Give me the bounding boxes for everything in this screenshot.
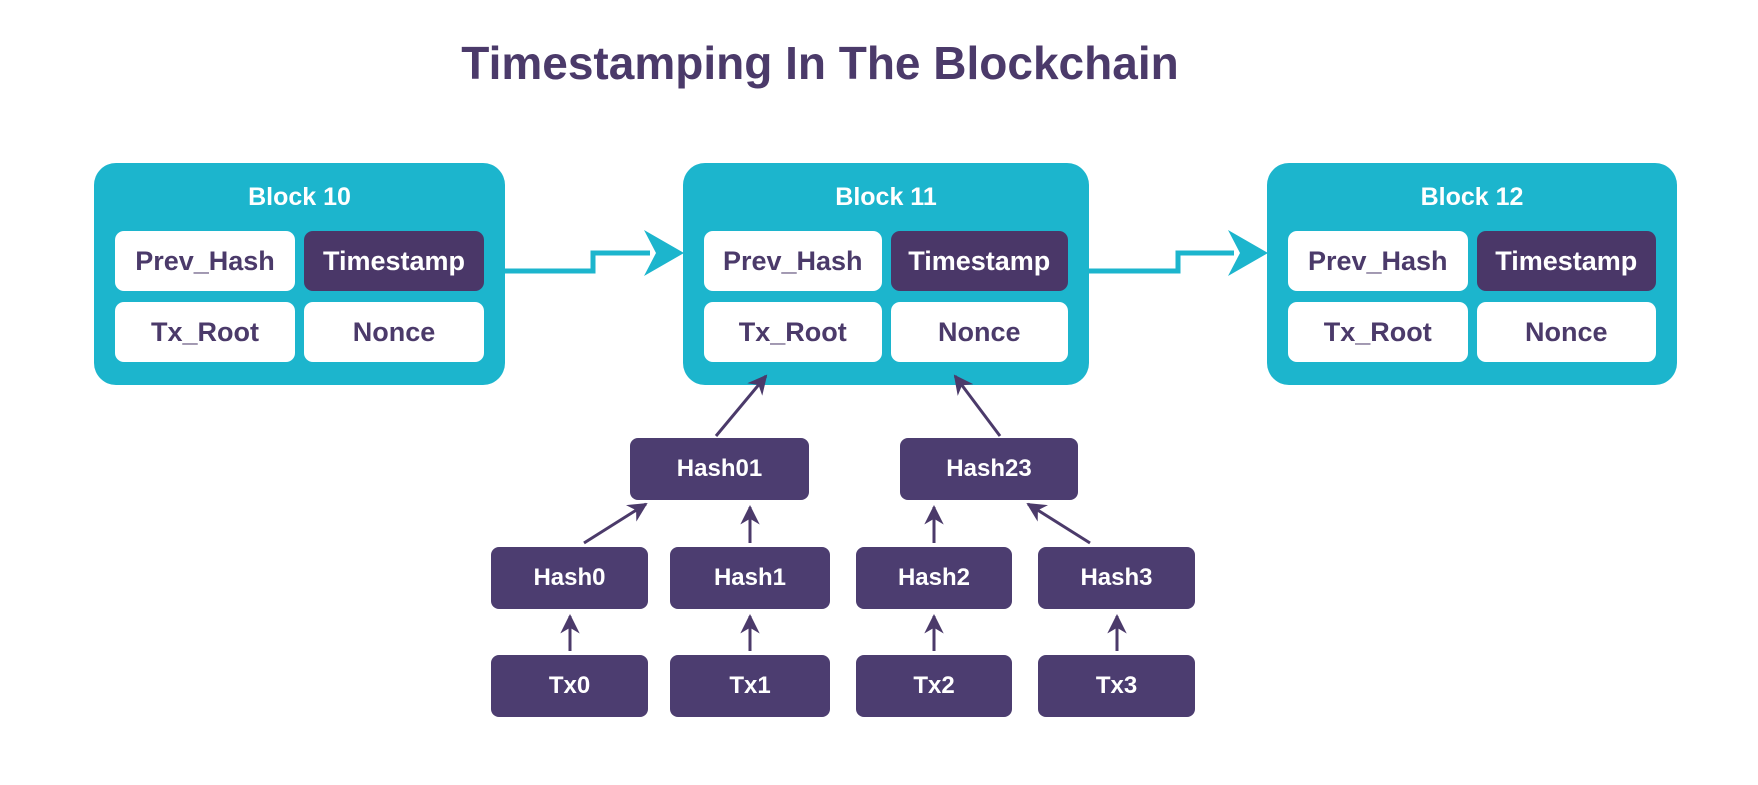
arrow-hash3-to-hash23 xyxy=(1026,502,1091,545)
block-11-tx-root-cell: Tx_Root xyxy=(704,302,882,362)
block-12-title: Block 12 xyxy=(1420,182,1524,211)
arrow-block11-to-block12 xyxy=(1089,230,1268,276)
block-11-cells: Prev_Hash Timestamp Tx_Root Nonce xyxy=(683,231,1089,362)
block-10-title: Block 10 xyxy=(248,182,351,211)
merkle-node-hash0: Hash0 xyxy=(491,547,648,609)
block-12-card: Block 12 Prev_Hash Timestamp Tx_Root Non… xyxy=(1267,163,1677,385)
merkle-node-hash1: Hash1 xyxy=(670,547,830,609)
merkle-node-hash23: Hash23 xyxy=(900,438,1078,500)
block-10-prev-hash-cell: Prev_Hash xyxy=(115,231,295,291)
block-10-cells: Prev_Hash Timestamp Tx_Root Nonce xyxy=(94,231,505,362)
block-12-prev-hash-cell: Prev_Hash xyxy=(1288,231,1468,291)
block-11-prev-hash-cell: Prev_Hash xyxy=(704,231,882,291)
arrow-hash23-to-nonce xyxy=(953,374,1002,437)
block-10-card: Block 10 Prev_Hash Timestamp Tx_Root Non… xyxy=(94,163,505,385)
arrow-hash01-to-tx-root xyxy=(714,374,768,437)
merkle-node-hash3: Hash3 xyxy=(1038,547,1195,609)
block-10-tx-root-cell: Tx_Root xyxy=(115,302,295,362)
block-12-tx-root-cell: Tx_Root xyxy=(1288,302,1468,362)
block-12-nonce-cell: Nonce xyxy=(1476,302,1656,362)
block-11-timestamp-cell: Timestamp xyxy=(890,231,1068,291)
arrow-hash0-to-hash01 xyxy=(583,502,648,545)
merkle-node-tx1: Tx1 xyxy=(670,655,830,717)
block-11-nonce-cell: Nonce xyxy=(890,302,1068,362)
block-12-cells: Prev_Hash Timestamp Tx_Root Nonce xyxy=(1267,231,1677,362)
merkle-node-tx3: Tx3 xyxy=(1038,655,1195,717)
merkle-node-tx0: Tx0 xyxy=(491,655,648,717)
block-12-timestamp-cell: Timestamp xyxy=(1476,231,1656,291)
merkle-node-hash2: Hash2 xyxy=(856,547,1012,609)
arrow-block10-to-block11 xyxy=(505,230,684,276)
block-11-card: Block 11 Prev_Hash Timestamp Tx_Root Non… xyxy=(683,163,1089,385)
block-10-timestamp-cell: Timestamp xyxy=(304,231,484,291)
diagram-title: Timestamping In The Blockchain xyxy=(461,37,1179,89)
block-10-nonce-cell: Nonce xyxy=(304,302,484,362)
merkle-node-tx2: Tx2 xyxy=(856,655,1012,717)
block-11-title: Block 11 xyxy=(835,182,937,211)
merkle-node-hash01: Hash01 xyxy=(630,438,809,500)
